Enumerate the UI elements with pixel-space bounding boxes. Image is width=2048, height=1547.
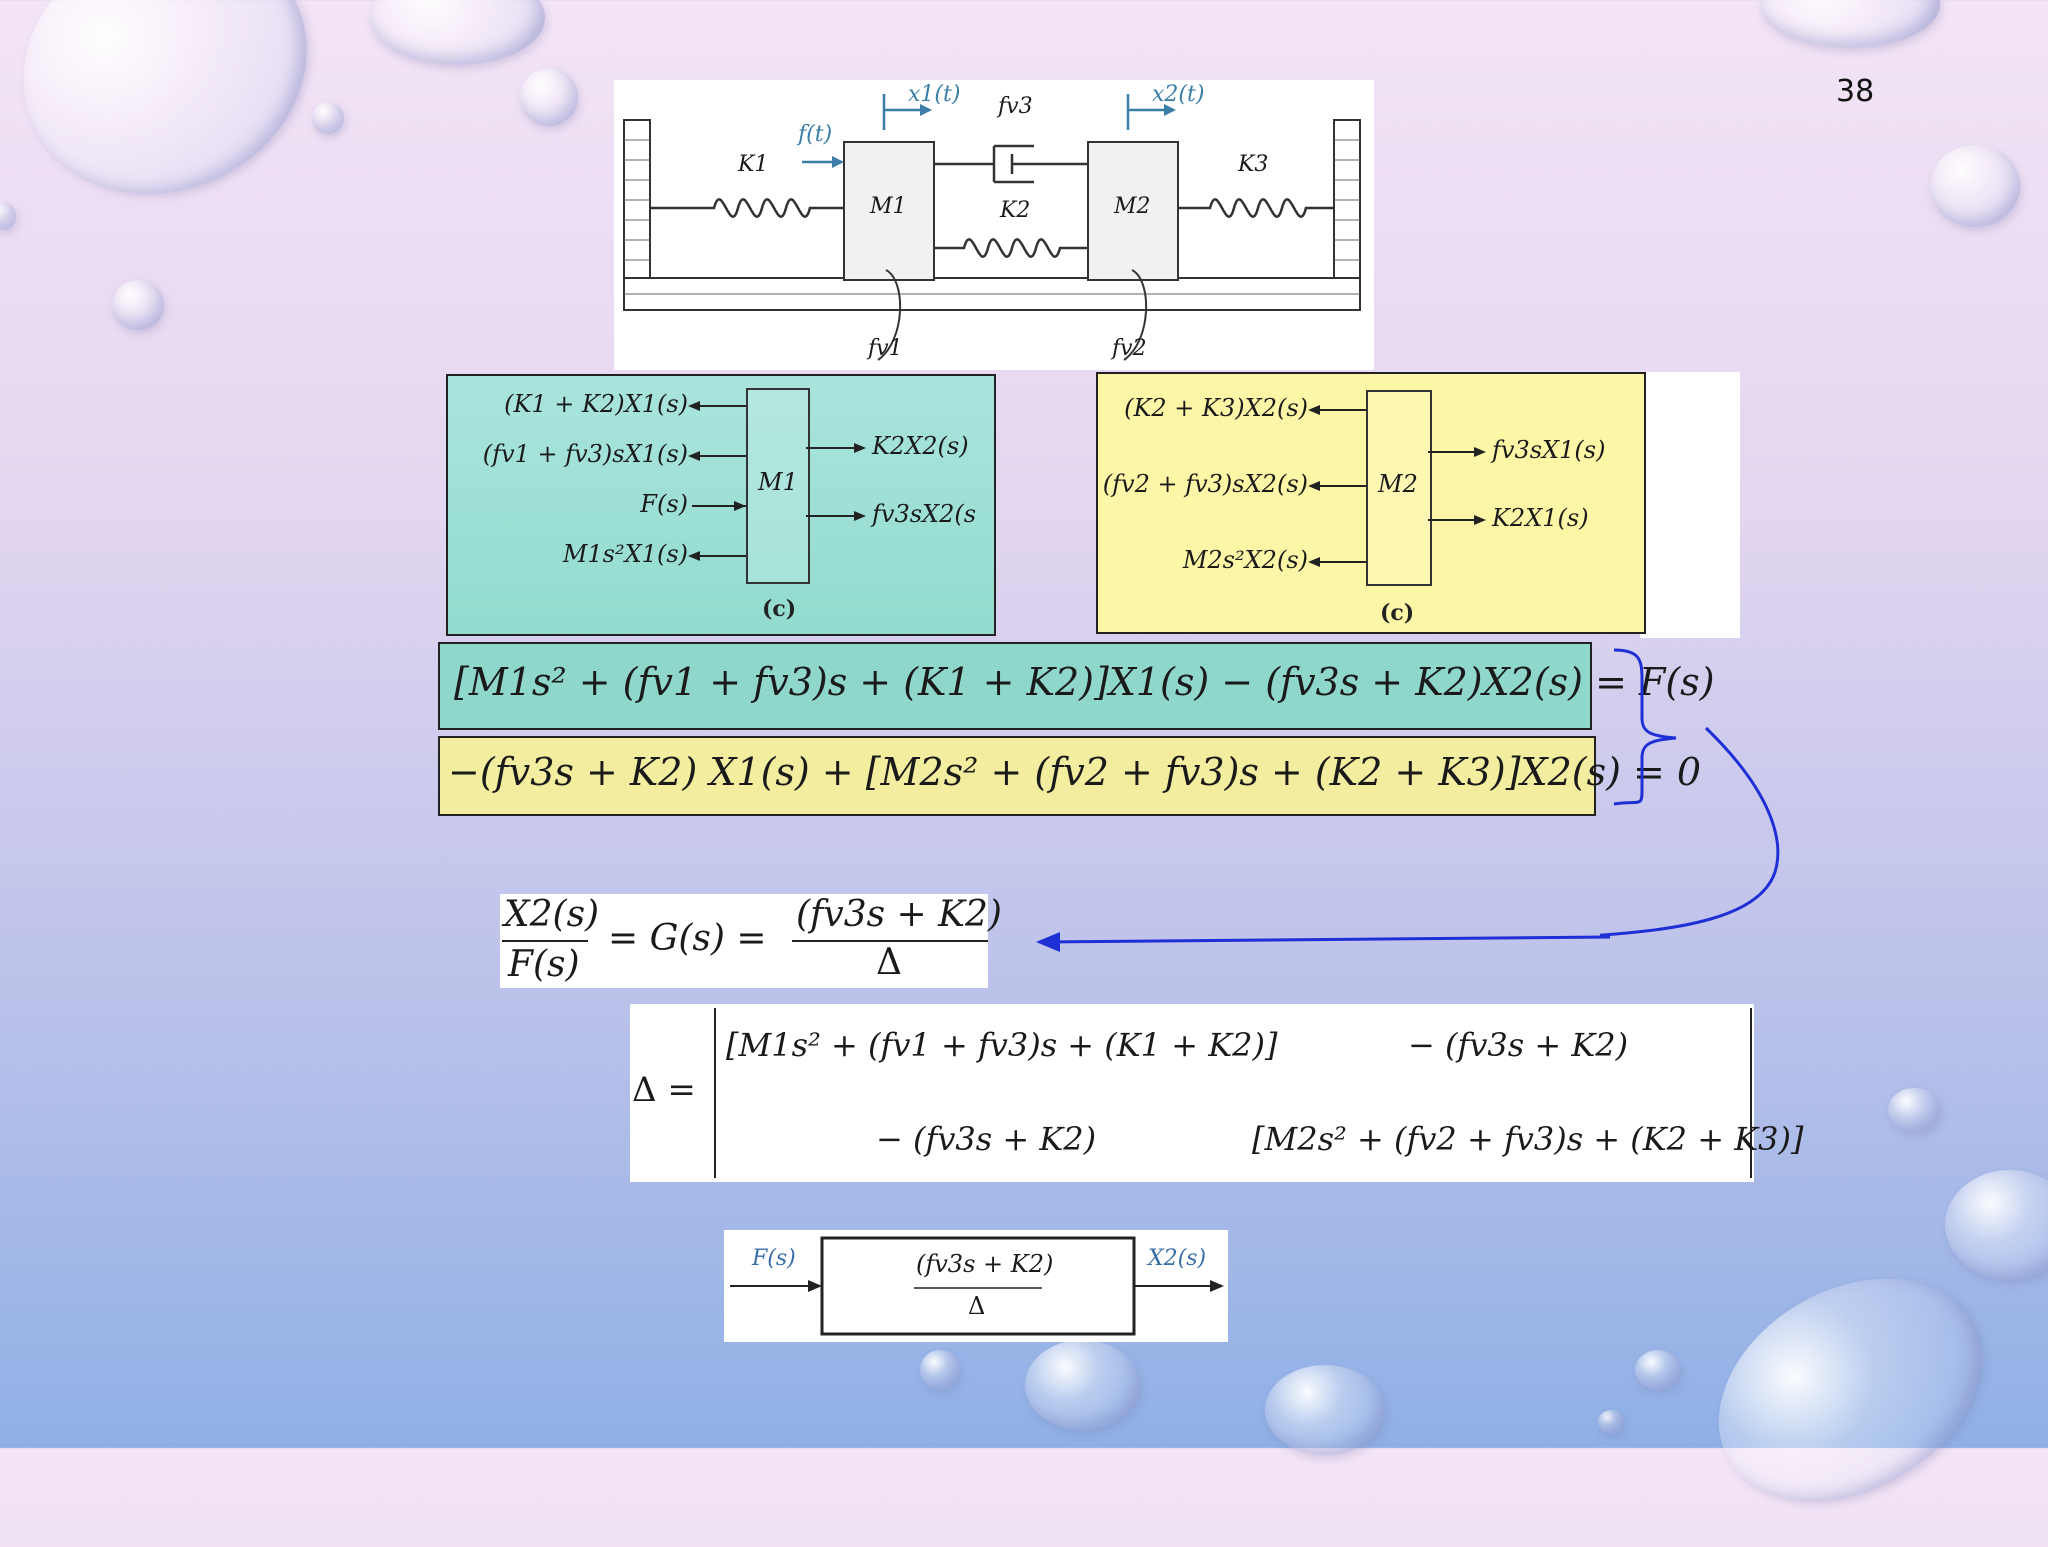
fbd-m1-right-term: fv3sX2(s	[872, 500, 977, 528]
bubble-decoration	[312, 102, 344, 134]
fbd-m2-right-term: fv3sX1(s)	[1492, 436, 1606, 464]
fbd-m1-left-term: (fv1 + fv3)sX1(s)	[482, 440, 688, 468]
tf-g-text: = G(s) =	[608, 918, 767, 959]
bubble-decoration	[1598, 1410, 1624, 1434]
bubble-decoration	[1888, 1088, 1940, 1132]
fbd-m1-arrows	[688, 401, 866, 561]
bubble-decoration	[1025, 1340, 1140, 1430]
free-body-diagram-m2: M2 (K2 + K3)X2(s) (fv2 + fv3)sX2(s) M2s²…	[1096, 372, 1646, 634]
block-input-label: F(s)	[752, 1246, 796, 1271]
det-left-bar	[714, 1008, 716, 1178]
fbd-m2-caption: (c)	[1380, 600, 1415, 626]
bubble-decoration	[1635, 1350, 1681, 1390]
tf-rhs-bar	[792, 940, 988, 942]
bubble-decoration	[920, 1350, 960, 1390]
bubble-decoration	[0, 202, 16, 230]
m1-label: M1	[870, 194, 907, 219]
fv3-label: fv3	[998, 94, 1033, 119]
page-number: 38	[1836, 74, 1875, 109]
equation-m2: −(fv3s + K2) X1(s) + [M2s² + (fv2 + fv3)…	[438, 736, 1701, 816]
m2-label: M2	[1114, 194, 1151, 219]
k1-label: K1	[738, 152, 769, 177]
equation-m1: [M1s² + (fv1 + fv3)s + (K1 + K2)]X1(s) −…	[438, 642, 1715, 730]
brace-arrow-annotation	[1600, 648, 1780, 937]
bubble-decoration	[1265, 1365, 1385, 1455]
free-body-diagram-m1: M1 (K1 + K2)X1(s) (fv1 + fv3)sX1(s) F(s)…	[446, 374, 996, 636]
fv2-label: fv2	[1112, 336, 1147, 361]
mass-label-m2: M2	[1378, 470, 1418, 498]
fbd-m2-right-term: K2X1(s)	[1492, 504, 1589, 532]
det-a12: − (fv3s + K2)	[1408, 1026, 1629, 1064]
det-right-bar	[1750, 1008, 1752, 1178]
tf-lhs-bar	[502, 940, 588, 942]
fbd-m2-left-term: (K2 + K3)X2(s)	[1124, 394, 1308, 422]
mass-block-m1	[746, 388, 810, 584]
det-a11: [M1s² + (fv1 + fv3)s + (K1 + K2)]	[726, 1026, 1278, 1064]
transfer-function: X2(s) F(s) = G(s) = (fv3s + K2) Δ	[500, 894, 1002, 988]
fbd-m1-left-term: F(s)	[640, 490, 688, 518]
fbd-m1-right-term: K2X2(s)	[872, 432, 969, 460]
force-label: f(t)	[798, 122, 833, 147]
mass-label-m1: M1	[758, 468, 798, 496]
fbd-m1-caption: (c)	[762, 596, 797, 622]
fv1-label: fv1	[868, 336, 903, 361]
bubble-decoration	[0, 0, 350, 240]
block-numerator: (fv3s + K2)	[916, 1250, 1054, 1278]
fbd-m2-left-term: M2s²X2(s)	[1182, 546, 1308, 574]
bubble-decoration	[112, 280, 164, 330]
fbd-m2-left-term: (fv2 + fv3)sX2(s)	[1102, 470, 1308, 498]
equation-m2-text: −(fv3s + K2) X1(s) + [M2s² + (fv2 + fv3)…	[448, 750, 1702, 794]
bubble-decoration	[1760, 0, 1940, 48]
tf-lhs-numerator: X2(s)	[504, 894, 600, 935]
bubble-decoration	[1930, 145, 2020, 227]
block-diagram-svg	[730, 1236, 1224, 1336]
mechanical-system-svg	[623, 94, 1361, 361]
fbd-m2-white-backing	[1640, 372, 1740, 638]
x2-label: x2(t)	[1152, 82, 1205, 107]
tf-rhs-denominator: Δ	[876, 942, 902, 983]
determinant: Δ = [M1s² + (fv1 + fv3)s + (K1 + K2)] − …	[630, 1004, 1803, 1182]
equation-m1-text: [M1s² + (fv1 + fv3)s + (K1 + K2)]X1(s) −…	[454, 660, 1715, 704]
x1-label: x1(t)	[908, 82, 961, 107]
k2-label: K2	[1000, 198, 1031, 223]
delta-label: Δ =	[632, 1070, 696, 1110]
mechanical-system-diagram: x1(t) x2(t) f(t) fv3 K1 K2 K3 M1 M2 fv1 …	[614, 80, 1374, 370]
block-denominator: Δ	[968, 1292, 986, 1320]
bubble-decoration	[1945, 1170, 2048, 1280]
tf-lhs-denominator: F(s)	[508, 944, 580, 985]
mass-block-m2	[1366, 390, 1432, 586]
det-a22: [M2s² + (fv2 + fv3)s + (K2 + K3)]	[1252, 1120, 1804, 1158]
det-a21: − (fv3s + K2)	[876, 1120, 1097, 1158]
block-output-label: X2(s)	[1148, 1246, 1207, 1271]
fbd-m1-left-term: M1s²X1(s)	[562, 540, 688, 568]
tf-rhs-numerator: (fv3s + K2)	[796, 894, 1002, 935]
k3-label: K3	[1238, 152, 1269, 177]
block-diagram: F(s) X2(s) (fv3s + K2) Δ	[724, 1230, 1228, 1342]
fbd-m2-arrows	[1308, 405, 1486, 567]
bubble-decoration	[1678, 1233, 2022, 1547]
bubble-decoration	[520, 68, 578, 126]
fbd-m1-left-term: (K1 + K2)X1(s)	[504, 390, 688, 418]
bubble-decoration	[370, 0, 545, 65]
curved-arrow-head	[1036, 932, 1611, 952]
